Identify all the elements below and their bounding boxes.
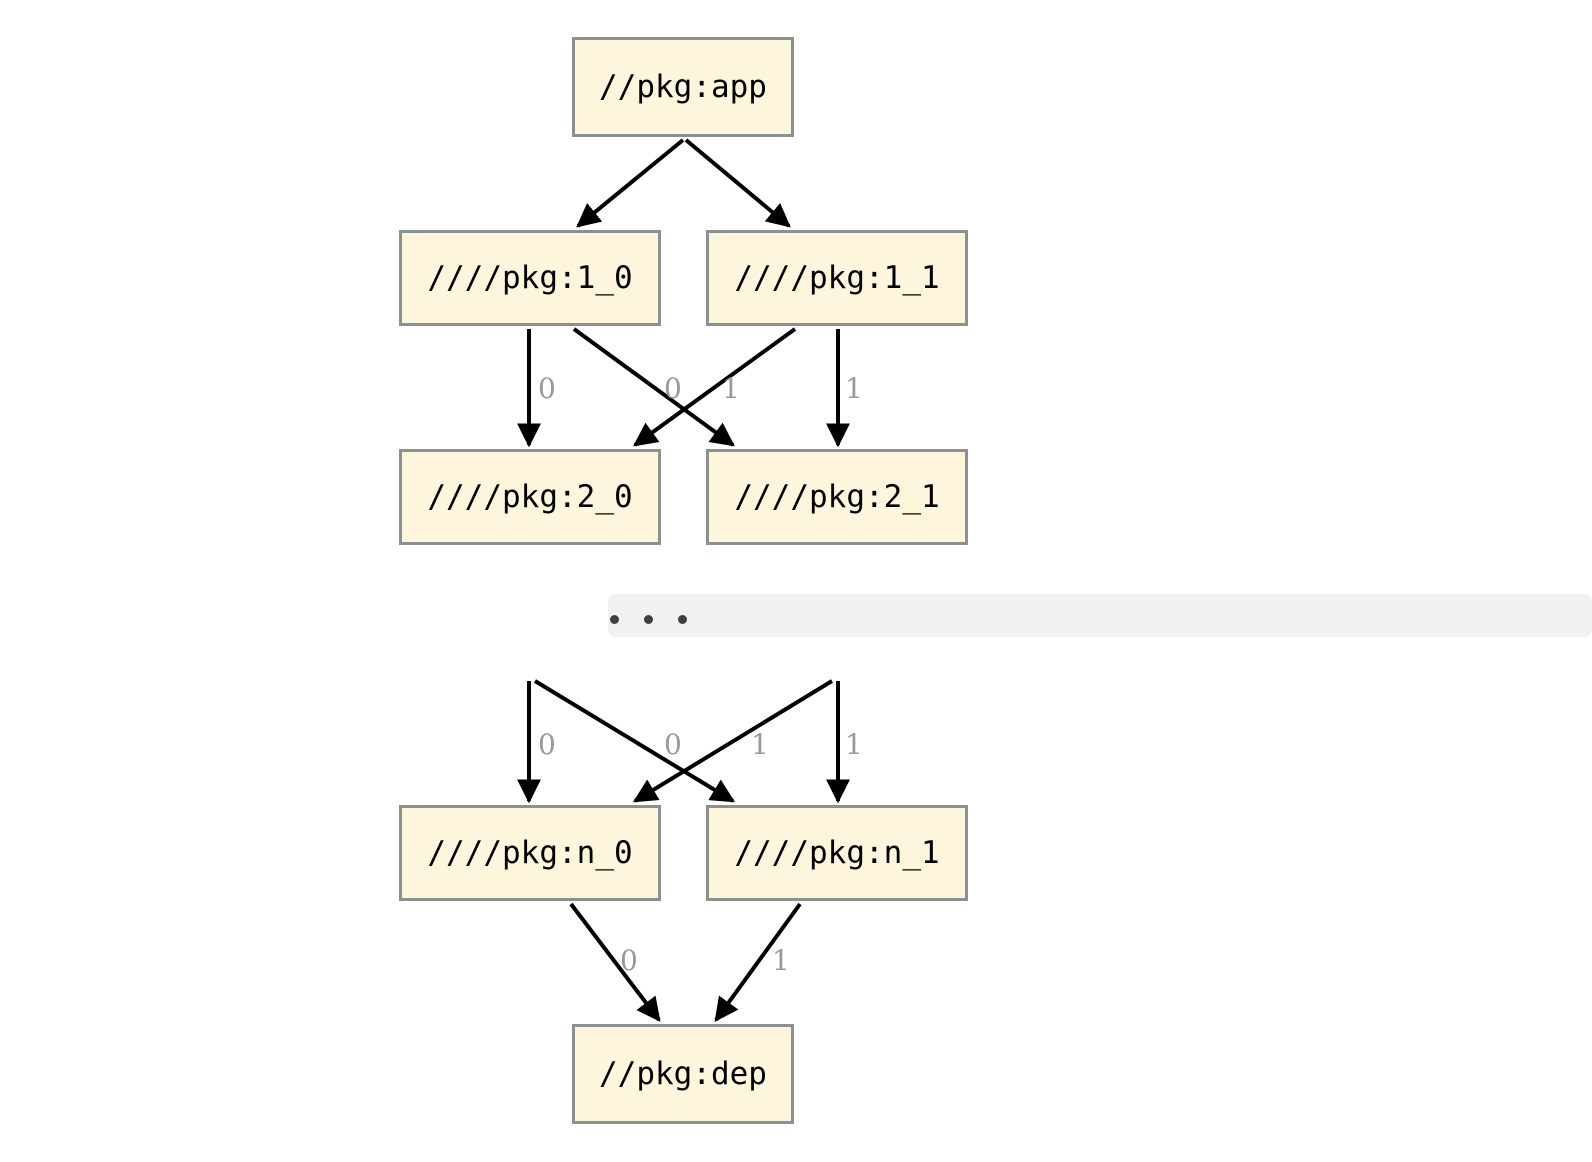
graph-node-label: ////pkg:2_1 [734,479,940,515]
graph-edge-app-to-l1_0 [576,138,685,228]
graph-edge-label: 0 [538,372,556,405]
graph-node-l2_0[interactable]: ////pkg:2_0 [399,449,661,545]
graph-edge-label: 1 [722,372,740,405]
graph-node-l1_0[interactable]: ////pkg:1_0 [399,230,661,326]
graph-edge-l1_0-to-l2_1 [572,327,735,447]
graph-node-app[interactable]: //pkg:app [572,37,794,137]
graph-edge-hidden-n-1_1-to-ln_0 [632,679,834,803]
graph-edge-label: 1 [845,372,863,405]
graph-edge-label: 0 [664,728,682,761]
graph-edge-hidden-n-1_0-to-ln_1 [533,679,736,803]
edges-group [517,138,850,1022]
graph-edge-label: 0 [664,372,682,405]
graph-node-label: //pkg:dep [599,1056,767,1092]
graph-edge-ln_1-to-dep [714,902,802,1022]
graph-node-label: ////pkg:1_1 [734,260,940,296]
elided-levels-ellipsis [610,615,687,624]
graph-node-label: //pkg:app [599,69,767,105]
graph-node-label: ////pkg:n_0 [427,835,633,871]
graph-node-dep[interactable]: //pkg:dep [572,1024,794,1124]
graph-node-ln_1[interactable]: ////pkg:n_1 [706,805,968,901]
graph-edge-label: 0 [620,944,638,977]
elided-levels-band [608,594,1592,637]
graph-edge-label: 1 [751,728,769,761]
graph-node-label: ////pkg:n_1 [734,835,940,871]
ellipsis-dot [610,615,619,624]
graph-node-l2_1[interactable]: ////pkg:2_1 [706,449,968,545]
graph-edge-app-to-l1_1 [684,138,791,228]
graph-node-label: ////pkg:2_0 [427,479,633,515]
graph-edge-label: 0 [538,728,556,761]
graph-edge-ln_0-to-dep [569,902,661,1022]
graph-node-ln_0[interactable]: ////pkg:n_0 [399,805,661,901]
graph-edge-label: 1 [772,944,790,977]
graph-node-l1_1[interactable]: ////pkg:1_1 [706,230,968,326]
ellipsis-dot [678,615,687,624]
graph-edge-l1_1-to-l2_0 [633,327,797,447]
graph-node-label: ////pkg:1_0 [427,260,633,296]
graph-edge-label: 1 [845,728,863,761]
ellipsis-dot [644,615,653,624]
